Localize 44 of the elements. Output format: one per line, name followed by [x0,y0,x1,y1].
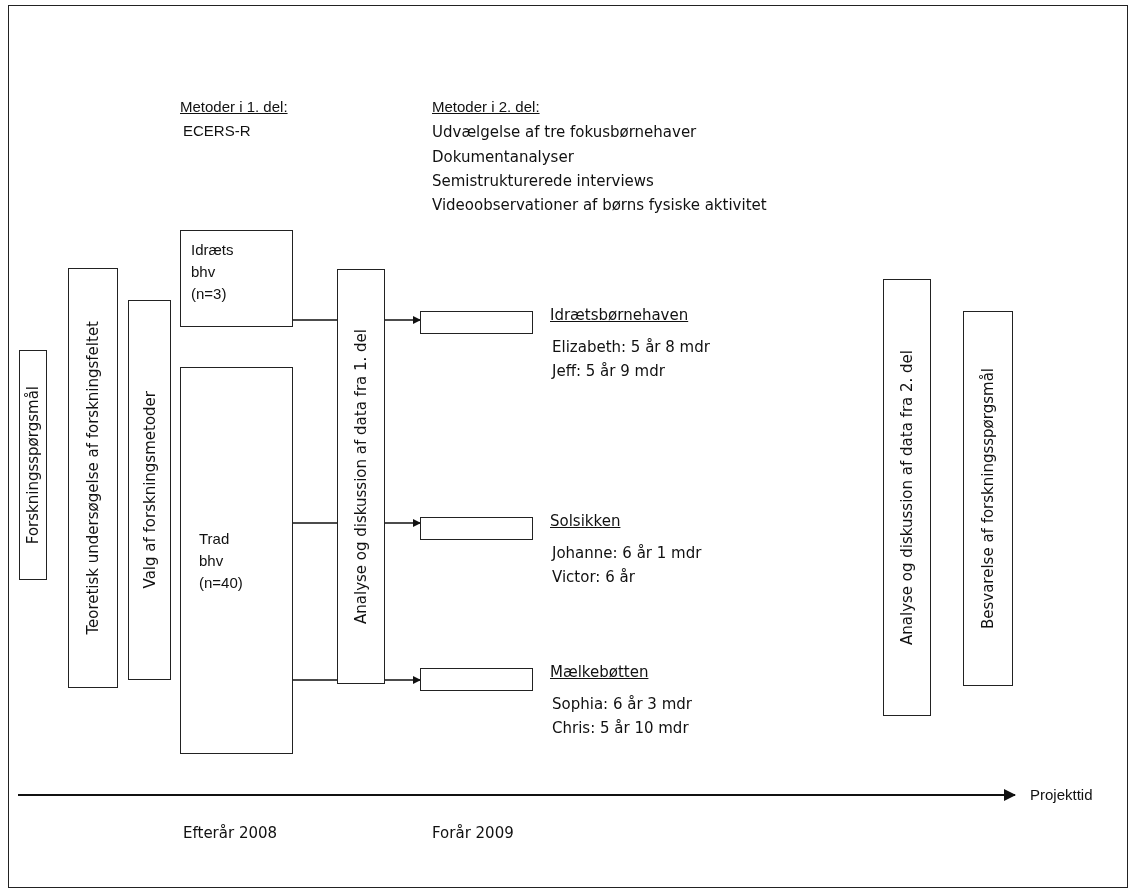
arrow [384,519,421,527]
arrow [384,316,421,324]
child-info: Victor: 6 år [552,568,635,586]
child-info: Elizabeth: 5 år 8 mdr [552,338,710,356]
group-box [180,367,293,754]
box-label: Trad bhv (n=40) [199,528,244,593]
child-info: Chris: 5 år 10 mdr [552,719,689,737]
process-box [963,311,1013,686]
box-label: Valg af forskningsmetoder [140,391,159,589]
connector-line [292,319,338,321]
connector-line [292,522,338,524]
child-info: Johanne: 6 år 1 mdr [552,544,702,562]
period-label: Forår 2009 [432,824,514,842]
empty-box [420,311,533,334]
method-label: Dokumentanalyser [432,148,574,166]
child-info: Sophia: 6 år 3 mdr [552,695,692,713]
box-label: Forskningsspørgsmål [24,385,42,545]
period-label: Efterår 2008 [183,824,278,842]
axis-label: Projekttid [1030,786,1093,803]
method-label: Videoobservationer af børns fysiske aktivitet [432,196,767,214]
group-heading: Solsikken [550,512,621,530]
box-label: Besvarelse af forskningsspørgsmål [979,367,997,630]
box-label: Teoretisk undersøgelse af forskningsfeltet [84,321,102,635]
method-label: Udvælgelse af tre fokusbørnehaver [432,123,697,141]
child-info: Jeff: 5 år 9 mdr [552,362,665,380]
box-label: Analyse og diskussion af data fra 1. del [352,329,370,624]
empty-box [420,668,533,691]
arrow [384,676,421,684]
section-heading: Metoder i 2. del: [432,98,540,115]
group-heading: Idrætsbørnehaven [550,306,689,324]
box-label: Analyse og diskussion af data fra 2. del [898,350,916,645]
group-heading: Mælkebøtten [550,663,649,681]
box-label: Idræts bhv (n=3) [191,240,235,304]
process-box [68,268,118,688]
group-box [180,230,293,327]
section-heading: Metoder i 1. del: [180,98,288,115]
empty-box [420,517,533,540]
process-box [128,300,171,680]
process-box [337,269,385,684]
process-box [19,350,47,580]
method-label: ECERS-R [183,122,251,139]
connector-line [292,679,338,681]
method-label: Semistrukturerede interviews [432,172,654,190]
process-box [883,279,931,716]
